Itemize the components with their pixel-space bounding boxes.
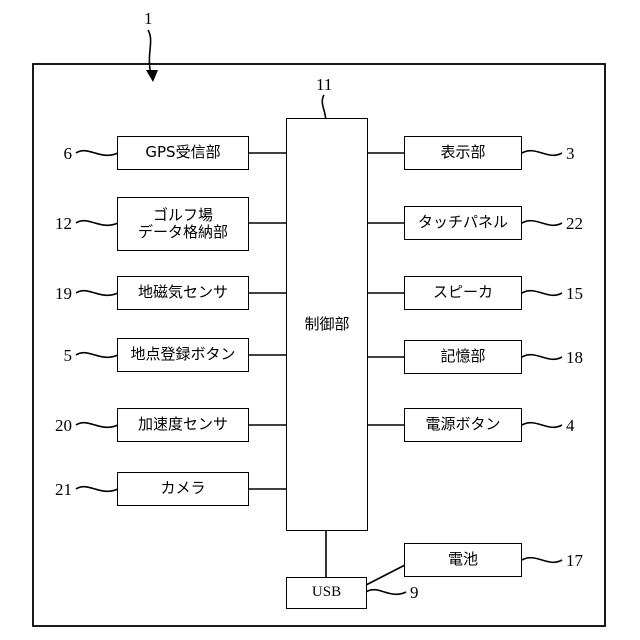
gps-receiver-block: GPS受信部	[117, 136, 249, 170]
usb-label: USB	[312, 584, 341, 601]
ref-15-leader	[522, 291, 562, 296]
ref-9-leader	[366, 590, 406, 595]
display-block: 表示部	[404, 136, 522, 170]
power-button-ref-label: 4	[566, 417, 575, 434]
camera-label: カメラ	[160, 480, 205, 497]
touch-panel-label: タッチパネル	[418, 214, 508, 231]
power-button-block: 電源ボタン	[404, 408, 522, 442]
ref-1-arrowhead	[146, 70, 158, 82]
display-label: 表示部	[440, 144, 485, 161]
ref-21-leader	[76, 487, 118, 492]
link-battery	[366, 565, 405, 585]
battery-block: 電池	[404, 543, 522, 577]
golf-data-ref-label: 12	[42, 215, 72, 232]
usb-block: USB	[286, 577, 367, 609]
speaker-ref-label: 15	[566, 285, 583, 302]
controller-block: 制御部	[286, 118, 368, 531]
power-button-label: 電源ボタン	[425, 416, 500, 433]
speaker-label: スピーカ	[433, 284, 493, 301]
display-ref-label: 3	[566, 145, 575, 162]
ref-18-leader	[522, 355, 562, 360]
ref-5-leader	[76, 353, 118, 358]
gps-receiver-label: GPS受信部	[145, 144, 220, 161]
memory-label: 記憶部	[440, 348, 485, 365]
ref-22-leader	[522, 221, 562, 226]
golf-course-data-label: ゴルフ場 データ格納部	[138, 207, 228, 242]
usb-ref-label: 9	[410, 584, 419, 601]
battery-ref-label: 17	[566, 552, 583, 569]
geomag-ref-label: 19	[42, 285, 72, 302]
ref-19-leader	[76, 291, 118, 296]
point-register-button-block: 地点登録ボタン	[117, 338, 249, 372]
camera-ref-label: 21	[42, 481, 72, 498]
point-button-ref-label: 5	[42, 347, 72, 364]
acceleration-sensor-label: 加速度センサ	[138, 416, 228, 433]
golf-course-data-block: ゴルフ場 データ格納部	[117, 197, 249, 251]
ref-20-leader	[76, 423, 118, 428]
gps-ref-label: 6	[42, 145, 72, 162]
speaker-block: スピーカ	[404, 276, 522, 310]
memory-ref-label: 18	[566, 349, 583, 366]
touch-panel-block: タッチパネル	[404, 206, 522, 240]
device-ref-label: 1	[144, 10, 153, 27]
battery-label: 電池	[448, 551, 478, 568]
geomagnetic-sensor-block: 地磁気センサ	[117, 276, 249, 310]
point-register-button-label: 地点登録ボタン	[130, 346, 235, 363]
touch-panel-ref-label: 22	[566, 215, 583, 232]
controller-label: 制御部	[304, 316, 349, 333]
acceleration-sensor-block: 加速度センサ	[117, 408, 249, 442]
ref-4-leader	[522, 423, 562, 428]
ref-3-leader	[522, 151, 562, 156]
controller-ref-label: 11	[316, 76, 332, 93]
ref-17-leader	[522, 558, 562, 563]
accel-ref-label: 20	[42, 417, 72, 434]
camera-block: カメラ	[117, 472, 249, 506]
memory-block: 記憶部	[404, 340, 522, 374]
geomagnetic-sensor-label: 地磁気センサ	[138, 284, 228, 301]
ref-12-leader	[76, 221, 118, 226]
ref-6-leader	[76, 151, 118, 156]
